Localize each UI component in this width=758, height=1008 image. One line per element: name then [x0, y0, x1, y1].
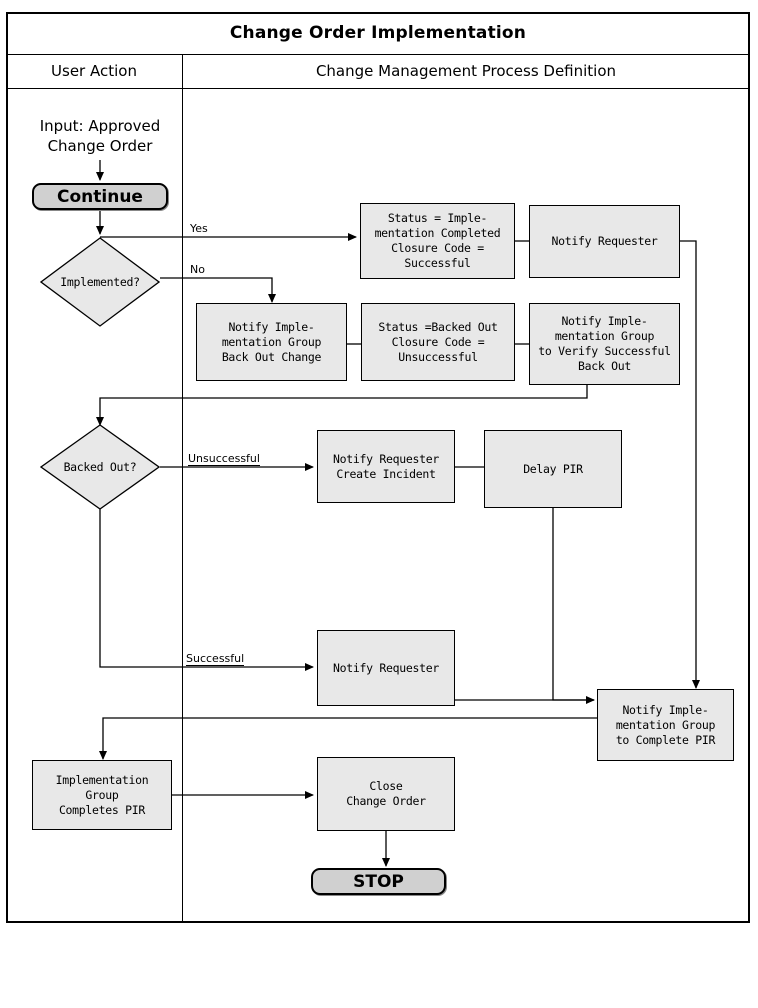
column-header-process-definition: Change Management Process Definition [315, 62, 617, 80]
process-close-change-order[interactable]: Close Change Order [317, 757, 455, 831]
process-notify-impl-group-back-out[interactable]: Notify Imple- mentation Group Back Out C… [196, 303, 347, 381]
decision-backed-out[interactable] [40, 424, 160, 510]
process-delay-pir[interactable]: Delay PIR [484, 430, 622, 508]
start-terminator[interactable]: Continue [32, 183, 168, 210]
process-status-backed-out[interactable]: Status =Backed Out Closure Code = Unsucc… [361, 303, 515, 381]
column-header-user-action: User Action [51, 62, 137, 80]
process-notify-impl-group-complete-pir[interactable]: Notify Imple- mentation Group to Complet… [597, 689, 734, 761]
page-title: Change Order Implementation [229, 23, 527, 43]
diagram-frame [6, 12, 750, 923]
process-notify-requester-create-incident[interactable]: Notify Requester Create Incident [317, 430, 455, 503]
header-divider [6, 88, 750, 89]
end-terminator[interactable]: STOP [311, 868, 446, 895]
process-notify-requester-2[interactable]: Notify Requester [317, 630, 455, 706]
process-notify-requester-1[interactable]: Notify Requester [529, 205, 680, 278]
process-impl-group-completes-pir[interactable]: Implementation Group Completes PIR [32, 760, 172, 830]
edge-label-no: No [190, 263, 205, 276]
decision-implemented[interactable] [40, 237, 160, 327]
process-status-implementation-completed[interactable]: Status = Imple- mentation Completed Clos… [360, 203, 515, 279]
edge-label-yes: Yes [190, 222, 208, 235]
process-notify-impl-group-verify[interactable]: Notify Imple- mentation Group to Verify … [529, 303, 680, 385]
input-label: Input: Approved Change Order [39, 117, 161, 155]
swimlane-divider [182, 54, 183, 923]
edge-label-successful: Successful [186, 652, 245, 666]
title-divider [6, 54, 750, 55]
edge-label-unsuccessful: Unsuccessful [188, 452, 260, 466]
